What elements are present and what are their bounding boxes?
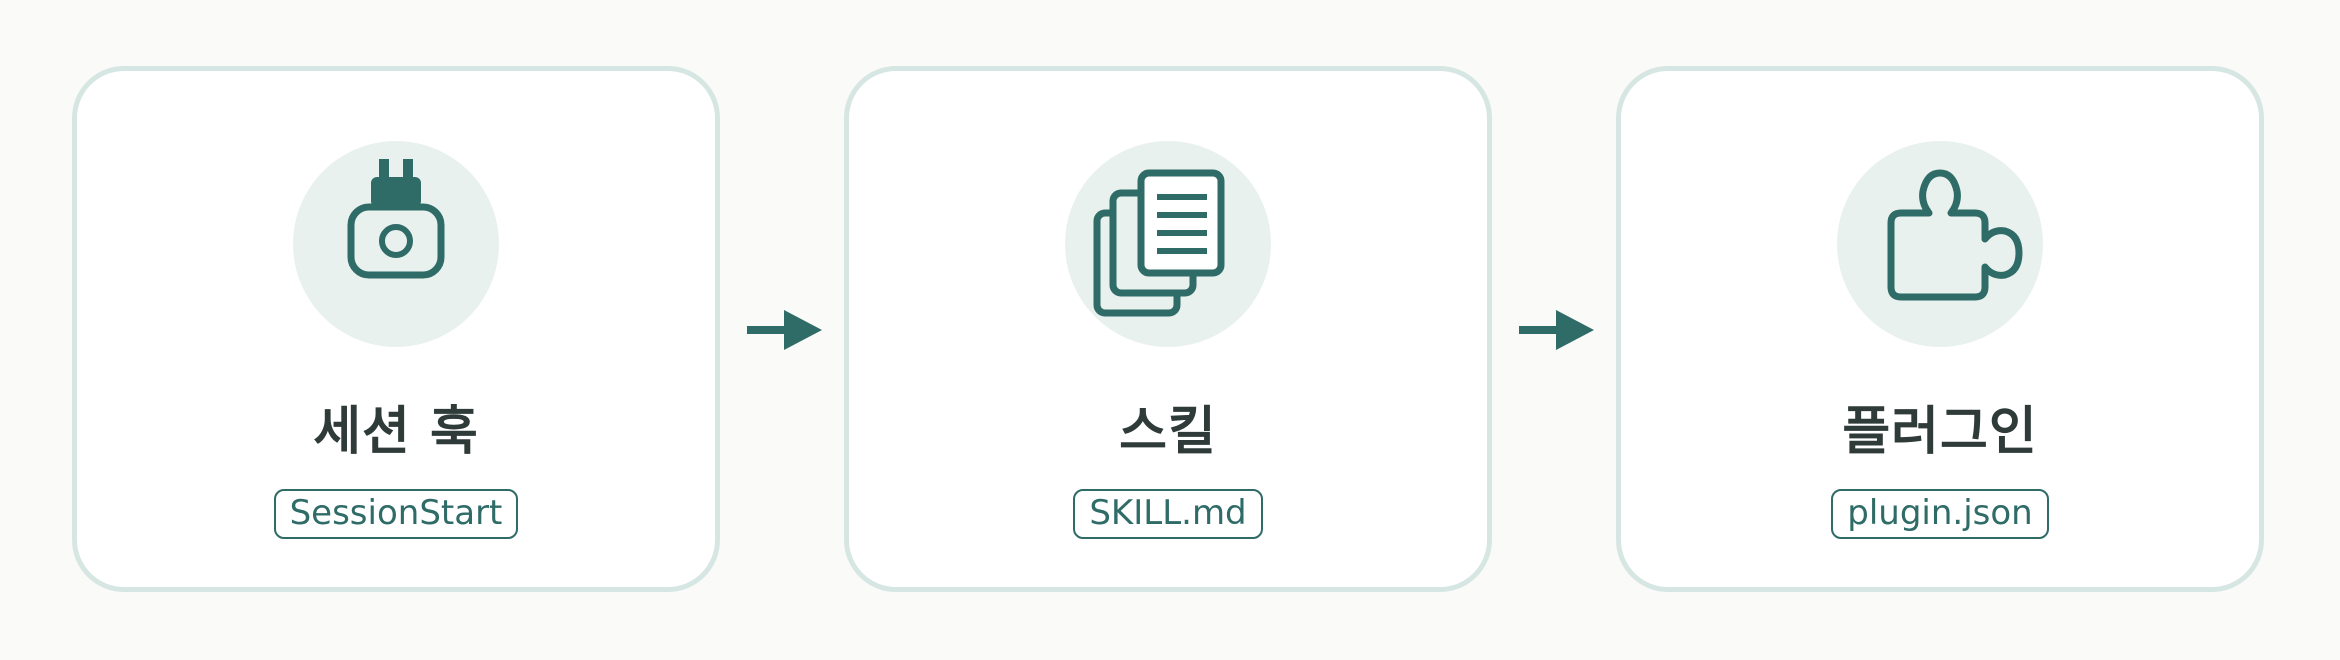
icon-circle — [1837, 141, 2043, 347]
arrow-right-icon — [747, 310, 822, 350]
step-card-session-hook: 세션 훅 SessionStart — [72, 66, 720, 592]
step-badge: SKILL.md — [1073, 489, 1263, 539]
step-card-plugin: 플러그인 plugin.json — [1616, 66, 2264, 592]
step-badge: plugin.json — [1831, 489, 2049, 539]
arrow-right-icon — [1519, 310, 1594, 350]
step-title: 스킬 — [1119, 402, 1217, 462]
step-badge: SessionStart — [273, 489, 519, 539]
icon-circle — [1065, 141, 1271, 347]
step-card-skill: 스킬 SKILL.md — [844, 66, 1492, 592]
puzzle-icon — [1887, 169, 2023, 301]
step-title: 플러그인 — [1842, 402, 2038, 462]
plug-icon — [347, 159, 445, 279]
documents-icon — [1093, 169, 1225, 317]
icon-circle — [293, 141, 499, 347]
step-title: 세션 훅 — [313, 402, 479, 462]
